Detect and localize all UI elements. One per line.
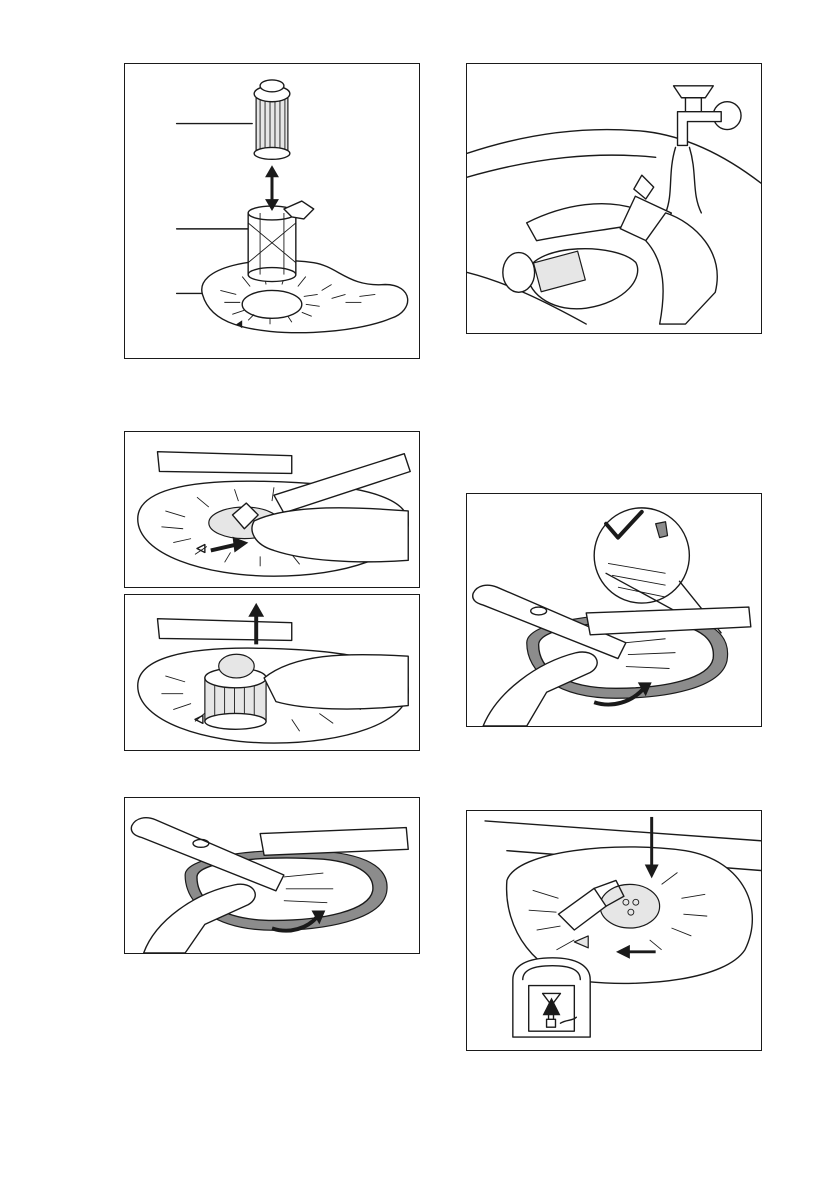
filter-parts-illustration <box>125 64 419 358</box>
spray-arm <box>157 619 291 641</box>
panel-refit-arm <box>124 797 420 954</box>
panel-reinstall-filter <box>466 810 762 1051</box>
panel-check-clip <box>466 493 762 727</box>
refit-arm-illustration <box>125 798 419 953</box>
spray-arm <box>157 452 291 474</box>
spray-arm-upper <box>586 607 751 635</box>
filter-on-plate <box>503 249 638 309</box>
lock-detail <box>513 958 590 1037</box>
turn-filter-illustration <box>125 432 419 587</box>
panel-rinse-filter <box>466 63 762 334</box>
water-tap <box>666 86 741 213</box>
panel-turn-filter <box>124 431 420 588</box>
flat-filter <box>202 260 408 332</box>
spray-arm-upper <box>260 828 408 856</box>
fine-filter <box>254 80 290 159</box>
rinse-filter-illustration <box>467 64 761 333</box>
check-clip-illustration <box>467 494 761 726</box>
lift-filter-illustration <box>125 595 419 750</box>
panel-filter-parts <box>124 63 420 359</box>
double-arrow-icon <box>265 165 279 211</box>
reinstall-filter-illustration <box>467 811 761 1050</box>
panel-lift-filter <box>124 594 420 751</box>
